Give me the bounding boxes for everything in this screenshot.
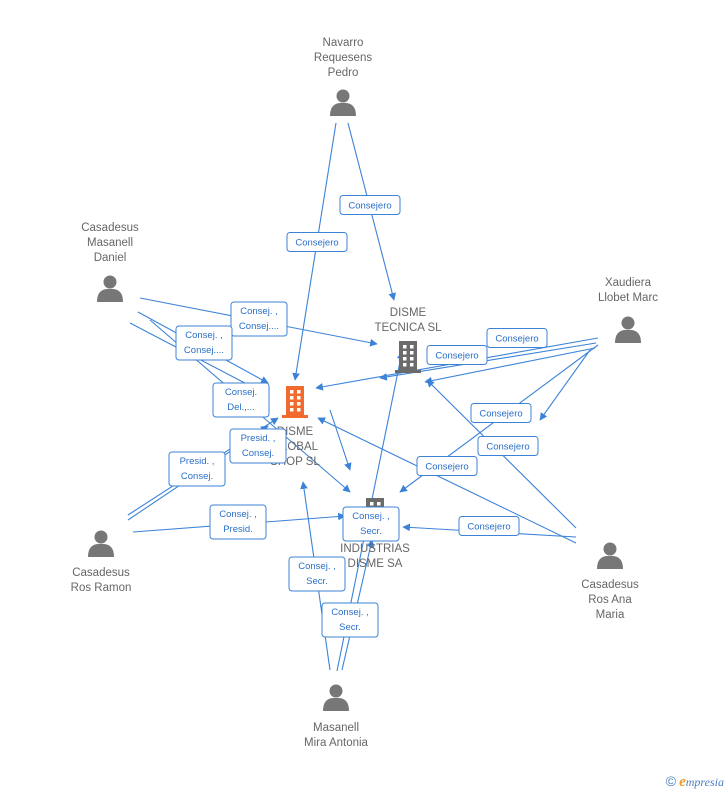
edge-line [424, 347, 596, 385]
edge-line [317, 417, 577, 544]
edge-label-box[interactable]: Consej. , Consej.... [175, 325, 233, 361]
edge-label-text: Consejero [295, 238, 338, 249]
edge-label-box[interactable]: Consej. Del.,... [212, 382, 270, 418]
edge-label-text: Secr. [339, 622, 361, 633]
edge-label-text: Consej. [242, 448, 274, 459]
edge-label-text: Del.,... [227, 402, 254, 413]
edge-label-text: Secr. [306, 576, 328, 587]
edge-label-text: Consejero [425, 462, 468, 473]
edge-label-text: Consej. , [298, 561, 336, 572]
edge-line [329, 409, 352, 471]
person-name-line: Masanell [313, 722, 359, 734]
edge-label-box[interactable]: Consejero [470, 403, 532, 423]
edge-label-text: Consejero [435, 351, 478, 362]
person-name-line: Casadesus [581, 579, 639, 591]
person-icon [97, 275, 123, 302]
person-name-line: Mira Antonia [304, 737, 369, 749]
person-name-line: Llobet Marc [598, 292, 658, 304]
edge-label-box[interactable]: Consej. , Secr. [288, 556, 346, 592]
copyright-symbol: © [665, 773, 677, 789]
person-name-line: Pedro [328, 67, 359, 79]
edge-label-box[interactable]: Consejero [477, 436, 539, 456]
person-name-line: Navarro [323, 37, 364, 49]
edge-label-box[interactable]: Consej. , Presid. [209, 504, 267, 540]
edge-label-text: Consej.... [239, 321, 279, 332]
person-name-line: Casadesus [81, 222, 139, 234]
edge-label-text: Consejero [486, 442, 529, 453]
person-name-line: Requesens [314, 52, 372, 64]
edge-label-text: Consej. , [352, 511, 390, 522]
brand-initial: e [679, 774, 686, 790]
edge-label-text: Secr. [360, 526, 382, 537]
edge-label-text: Consej. , [240, 306, 278, 317]
company-name-line: DISME [390, 307, 427, 319]
edge-label-box[interactable]: Consejero [426, 345, 488, 365]
person-name-line: Xaudiera [605, 277, 652, 289]
person-icon [88, 530, 114, 557]
edge-label-text: Consejero [467, 522, 510, 533]
edge-label-text: Presid. , [180, 456, 215, 467]
person-name-line: Daniel [94, 252, 127, 264]
edge-label-box[interactable]: Consejero [458, 516, 520, 536]
building-icon [395, 341, 421, 373]
edge-label-box[interactable]: Consej. , Consej.... [230, 301, 288, 337]
person-name-line: Ros Ana [588, 594, 632, 606]
edge-label-text: Presid. , [241, 433, 276, 444]
person-name-line: Ros Ramon [71, 582, 132, 594]
edge-label-text: Consejero [348, 201, 391, 212]
edge-label-box[interactable]: Consejero [286, 232, 348, 252]
person-icon [323, 684, 349, 711]
edge-label-text: Consejero [479, 409, 522, 420]
edge-label-text: Consej.... [184, 345, 224, 356]
building-icon [282, 386, 308, 418]
edge-label-text: Consej. , [331, 607, 369, 618]
company-name-line: TECNICA SL [374, 322, 442, 334]
edge-label-box[interactable]: Consejero [339, 195, 401, 215]
edge-label-text: Consej. , [219, 509, 257, 520]
edge-label-text: Consejero [495, 334, 538, 345]
person-name-line: Masanell [87, 237, 133, 249]
person-name-line: Casadesus [72, 567, 130, 579]
company-node[interactable]: DISME TECNICA SL [374, 307, 442, 373]
edge-line [539, 349, 591, 421]
edge-label-box[interactable]: Consej. , Secr. [321, 602, 379, 638]
company-name-line: INDUSTRIAS [340, 543, 410, 555]
brand-name: mpresia [685, 775, 724, 789]
edge-label-text: Consej. [181, 471, 213, 482]
person-icon [615, 316, 641, 343]
person-icon [330, 89, 356, 116]
person-name-line: Maria [596, 609, 625, 621]
edge-label-box[interactable]: Consejero [486, 328, 548, 348]
edge-label-box[interactable]: Consej. , Secr. [342, 506, 400, 542]
edge-label-box[interactable]: Presid. , Consej. [168, 451, 226, 487]
footer-brand: ©empresia [666, 773, 724, 791]
edge-label-box[interactable]: Presid. , Consej. [229, 428, 287, 464]
edge-label-text: Consej. , [185, 330, 223, 341]
edge-label-text: Consej. [225, 387, 257, 398]
company-name-line: DISME SA [348, 558, 403, 570]
edge-label-text: Presid. [223, 524, 253, 535]
person-icon [597, 542, 623, 569]
edge-label-box[interactable]: Consejero [416, 456, 478, 476]
nodes: NavarroRequesensPedroCasadesusMasanellDa… [71, 37, 659, 749]
